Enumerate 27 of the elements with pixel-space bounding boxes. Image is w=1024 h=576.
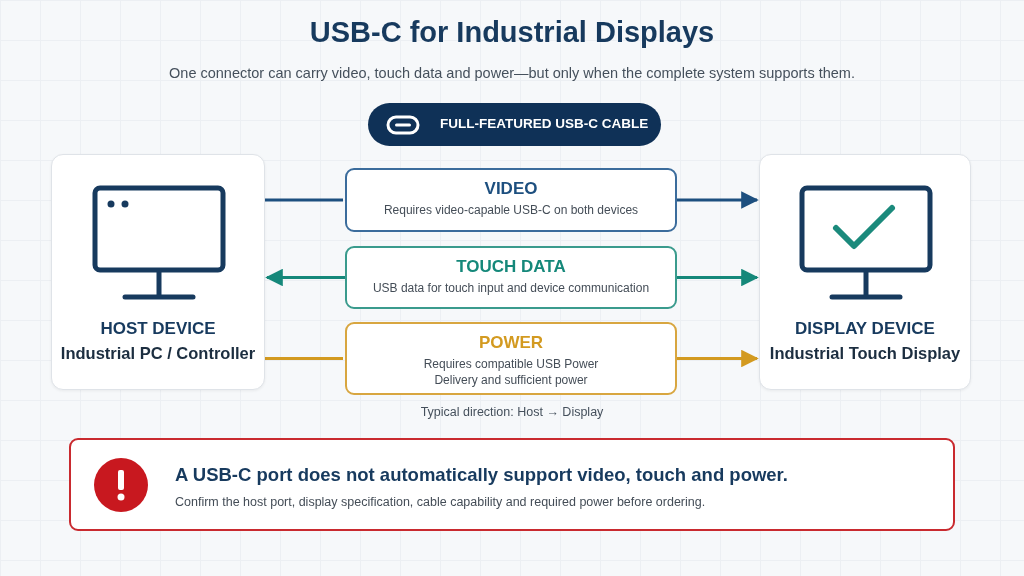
connector-arrow — [677, 191, 759, 209]
connector-arrow — [677, 268, 759, 287]
device-subtitle: Industrial PC / Controller — [59, 344, 257, 363]
connector-arrow — [677, 349, 759, 368]
signal-description: USB data for touch input and device communication — [371, 281, 651, 297]
device-card — [759, 154, 971, 390]
cable-pill — [368, 103, 661, 146]
device-subtitle: Industrial Touch Display — [768, 344, 962, 363]
signal-box — [345, 246, 677, 309]
signal-box — [345, 168, 677, 232]
signal-box — [345, 322, 677, 395]
warning-text: Confirm the host port, display specification, cable capability and required power before ordering. — [175, 495, 707, 509]
signal-heading: POWER — [477, 332, 545, 354]
signal-description: Requires compatible USB Power Delivery and sufficient power — [422, 357, 600, 389]
signal-description: Requires video-capable USB-C on both devices — [382, 203, 640, 219]
device-title: HOST DEVICE — [99, 319, 217, 339]
direction-note: Typical direction: Host → Display — [419, 405, 605, 419]
warning-box — [69, 438, 955, 531]
title: USB-C for Industrial Displays — [308, 16, 716, 49]
device-title: DISPLAY DEVICE — [794, 319, 936, 339]
cable-label: FULL-FEATURED USB-C CABLE — [440, 116, 649, 131]
signal-heading: VIDEO — [483, 178, 539, 200]
warning-heading: A USB-C port does not automatically support video, touch and power. — [175, 464, 789, 486]
device-card — [51, 154, 265, 390]
signal-heading: TOUCH DATA — [455, 256, 567, 278]
subtitle: One connector can carry video, touch data and power—but only when the complete system supports them. — [168, 65, 856, 81]
connector-arrow — [265, 268, 345, 287]
